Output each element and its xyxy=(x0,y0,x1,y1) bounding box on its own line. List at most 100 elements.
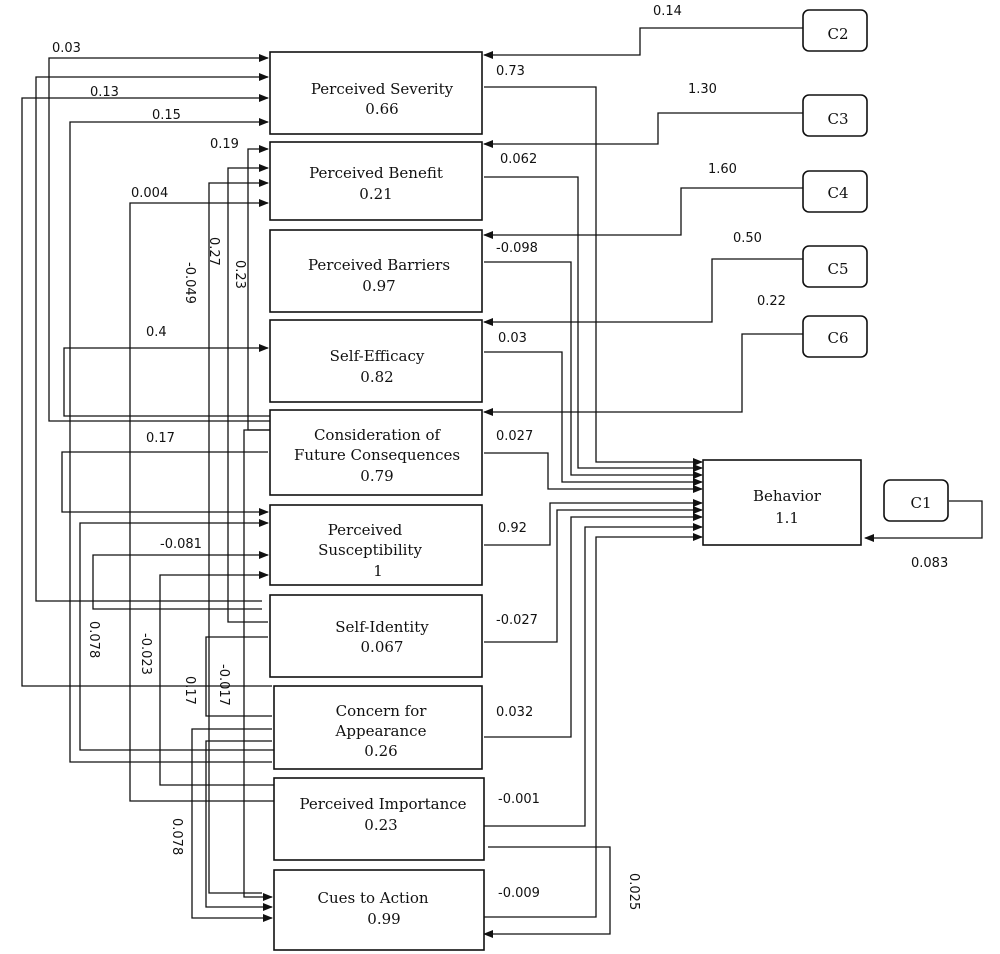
edge-cfc-benefit xyxy=(247,145,270,431)
edge-c3-benefit xyxy=(483,112,803,148)
covariate-c3: C3 xyxy=(802,94,868,137)
coef-019: 0.19 xyxy=(210,137,239,152)
edge-appearance-cues-b xyxy=(205,740,273,911)
edge-cues-behavior xyxy=(484,533,703,918)
edge-selfidentity-benefit xyxy=(227,164,269,623)
coef-importance-behavior: -0.001 xyxy=(498,792,540,807)
edge-c1-behavior xyxy=(864,500,983,542)
coef-vert-078b: 0.078 xyxy=(169,818,184,855)
edge-appearance-cues xyxy=(191,728,273,922)
coef-c1-behavior: 0.083 xyxy=(911,556,948,571)
node-label: Behavior xyxy=(753,487,822,505)
node-label: Cues to Action xyxy=(317,889,428,907)
node-perceived-susceptibility: Perceived Susceptibility 1 xyxy=(269,504,483,586)
edge-cfc-selfefficacy xyxy=(63,344,270,417)
node-value: 0.23 xyxy=(364,816,397,834)
edge-cfc-severity xyxy=(48,54,270,422)
coef-c5-selfefficacy: 0.50 xyxy=(733,231,762,246)
coef-vert-neg017: -0.017 xyxy=(216,664,231,706)
edge-importance-benefit xyxy=(129,199,274,802)
node-label-line-2: Future Consequences xyxy=(294,446,460,464)
node-label: Perceived Barriers xyxy=(308,256,450,274)
coef-vert-027: 0.27 xyxy=(206,237,221,266)
edge-appearance-susceptibility xyxy=(79,519,274,751)
node-perceived-barriers: Perceived Barriers 0.97 xyxy=(269,229,483,313)
node-perceived-severity: Perceived Severity 0.66 xyxy=(269,51,483,135)
edge-susceptibility-behavior xyxy=(484,499,703,546)
covariate-label: C4 xyxy=(827,184,848,202)
node-value-line-2: Appearance xyxy=(335,722,427,740)
node-value: 0.66 xyxy=(365,100,398,118)
edge-importance-behavior xyxy=(484,523,703,827)
node-label-line-1: Consideration of xyxy=(314,426,442,444)
covariate-c5: C5 xyxy=(802,245,868,288)
edge-severity-behavior xyxy=(484,86,703,466)
node-label-line-2: Susceptibility xyxy=(318,541,422,559)
edge-selfidentity-behavior xyxy=(484,506,703,643)
edge-cues-benefit xyxy=(208,179,269,894)
edge-appearance-severity xyxy=(21,94,272,687)
coef-susceptibility-behavior: 0.92 xyxy=(498,521,527,536)
node-value: 0.79 xyxy=(360,467,393,485)
covariate-label: C5 xyxy=(827,260,848,278)
node-label: Perceived Importance xyxy=(299,795,466,813)
node-concern-for-appearance: Concern for Appearance 0.26 xyxy=(273,685,483,770)
node-value: 0.21 xyxy=(359,185,392,203)
coef-c6-cfc: 0.22 xyxy=(757,294,786,309)
edge-importance-cues-right xyxy=(483,846,611,938)
node-label-line-1: Concern for xyxy=(336,702,428,720)
node-label: Self-Identity xyxy=(335,618,429,636)
coef-severity-behavior: 0.73 xyxy=(496,64,525,79)
edge-appearance-behavior xyxy=(484,513,703,738)
node-perceived-importance: Perceived Importance 0.23 xyxy=(273,777,485,861)
coef-c2-severity: 0.14 xyxy=(653,4,682,19)
coef-cfc-behavior: 0.027 xyxy=(496,429,533,444)
node-label: Perceived Benefit xyxy=(309,164,443,182)
covariate-c6: C6 xyxy=(802,315,868,358)
edge-cfc-behavior xyxy=(484,452,703,493)
edge-importance-susceptibility xyxy=(159,571,274,786)
node-label-line-1: Perceived xyxy=(328,521,403,539)
node-cues-to-action: Cues to Action 0.99 xyxy=(273,869,485,951)
node-self-efficacy: Self-Efficacy 0.82 xyxy=(269,319,483,403)
coef-barriers-behavior: -0.098 xyxy=(496,241,538,256)
coef-selfidentity-severity: 0.13 xyxy=(90,85,119,100)
coef-importance-benefit: 0.004 xyxy=(131,186,168,201)
coef-selfidentity-behavior: -0.027 xyxy=(496,613,538,628)
node-value: 0.067 xyxy=(361,638,404,656)
edge-c4-barriers xyxy=(483,187,803,239)
coef-vert-neg023: -0.023 xyxy=(138,633,153,675)
node-value: 1.1 xyxy=(775,509,799,527)
edge-c5-selfefficacy xyxy=(483,258,803,326)
coef-vert-078a: 0.078 xyxy=(86,621,101,658)
node-label: Perceived Severity xyxy=(311,80,454,98)
coef-cfc-susceptibility: 0.17 xyxy=(146,431,175,446)
coef-importance-cues-right: 0.025 xyxy=(626,873,641,910)
node-behavior: Behavior 1.1 xyxy=(702,459,862,546)
edge-c6-cfc xyxy=(483,333,803,416)
edge-cfc-cues xyxy=(243,429,273,901)
coef-c4-barriers: 1.60 xyxy=(708,162,737,177)
covariate-c1: C1 xyxy=(883,479,949,522)
coef-cues-behavior: -0.009 xyxy=(498,886,540,901)
node-consideration-future-consequences: Consideration of Future Consequences 0.7… xyxy=(269,409,483,496)
edge-benefit-behavior xyxy=(484,176,703,472)
coef-selfidentity-susceptibility: -0.081 xyxy=(160,537,202,552)
node-value: 0.99 xyxy=(367,910,400,928)
edge-selfidentity-susceptibility xyxy=(92,551,269,610)
coef-appearance-behavior: 0.032 xyxy=(496,705,533,720)
edges xyxy=(21,27,983,938)
coefficient-labels: 0.14 1.30 1.60 0.50 0.22 0.083 0.73 0.06… xyxy=(52,4,948,910)
edge-selfidentity-appearance xyxy=(205,636,272,717)
node-self-identity: Self-Identity 0.067 xyxy=(269,594,483,678)
coef-vert-023: 0.23 xyxy=(232,260,247,289)
covariate-label: C3 xyxy=(827,110,848,128)
covariate-c4: C4 xyxy=(802,170,868,213)
coef-vert-017: 0.17 xyxy=(182,676,197,705)
covariate-label: C6 xyxy=(827,329,848,347)
node-perceived-benefit: Perceived Benefit 0.21 xyxy=(269,141,483,221)
node-value: 1 xyxy=(373,562,383,580)
covariate-label: C1 xyxy=(910,494,931,512)
covariate-c2: C2 xyxy=(802,9,868,52)
edge-selfidentity-severity xyxy=(35,73,269,602)
